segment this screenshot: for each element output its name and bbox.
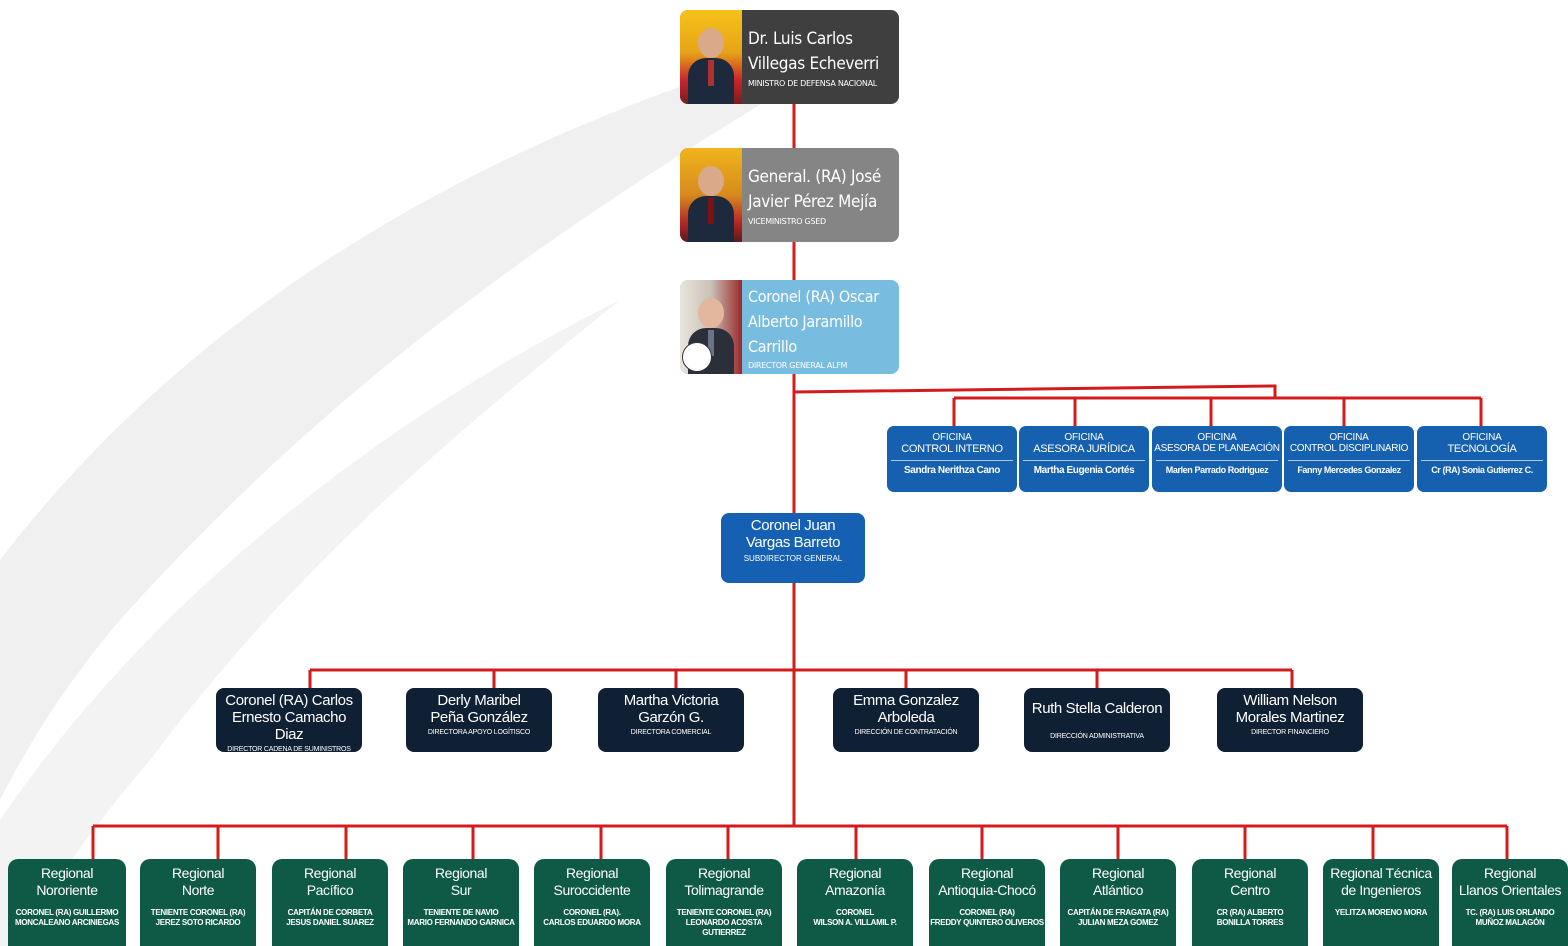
regional-name: Regional Llanos Orientales: [1458, 865, 1562, 898]
vice-minister-photo: [680, 148, 742, 242]
minister-photo: [680, 10, 742, 104]
directorate-contratacion: Emma Gonzalez Arboleda DIRECCIÓN DE CONT…: [833, 688, 979, 752]
directorate-name: Martha Victoria Garzón G.: [623, 692, 719, 726]
office-label: OFICINA: [1064, 432, 1104, 443]
regional-person: TENIENTE DE NAVIO MARIO FERNANDO GARNICA: [407, 908, 515, 927]
regional-tolimagrande: Regional Tolimagrande TENIENTE CORONEL (…: [666, 859, 782, 946]
regional-name: Regional Sur: [434, 865, 488, 898]
regional-name: Regional Técnica de Ingenieros: [1330, 865, 1432, 898]
office-title: ASESORA JURÍDICA: [1033, 443, 1135, 455]
directorate-role: DIRECTOR CADENA DE SUMINISTROS: [227, 746, 351, 753]
regional-amazonia: Regional Amazonía CORONEL WILSON A. VILL…: [797, 859, 913, 946]
office-title: CONTROL INTERNO: [901, 443, 1003, 455]
director-general-role: DIRECTOR GENERAL ALFM: [748, 361, 848, 370]
regional-name: Regional Suroccidente: [553, 865, 631, 898]
regional-suroccidente: Regional Suroccidente CORONEL (RA). CARL…: [534, 859, 650, 946]
office-tecnologia: OFICINA TECNOLOGÍA Cr (RA) Sonia Gutierr…: [1417, 426, 1547, 492]
regional-norte: Regional Norte TENIENTE CORONEL (RA) JER…: [140, 859, 256, 946]
regional-atlantico: Regional Atlántico CAPITÁN DE FRAGATA (R…: [1060, 859, 1176, 946]
directorate-name: Ruth Stella Calderon: [1031, 700, 1163, 717]
regional-nororiente: Regional Nororiente CORONEL (RA) GUILLER…: [8, 859, 126, 946]
directorate-role: DIRECTOR FINANCIERO: [1251, 729, 1329, 736]
regional-sur: Regional Sur TENIENTE DE NAVIO MARIO FER…: [403, 859, 519, 946]
directorate-comercial: Martha Victoria Garzón G. DIRECTORA COME…: [598, 688, 744, 752]
directorate-role: DIRECCIÓN DE CONTRATACIÓN: [854, 729, 958, 736]
directorate-cadena-suministros: Coronel (RA) Carlos Ernesto Camacho Diaz…: [216, 688, 362, 753]
regional-person: CORONEL (RA). CARLOS EDUARDO MORA: [543, 908, 641, 927]
regional-antioquia-choco: Regional Antioquia-Chocó CORONEL (RA) FR…: [929, 859, 1045, 946]
director-general-photo: [680, 280, 742, 374]
office-person: Martha Eugenia Cortés: [1033, 465, 1135, 476]
regional-person: CORONEL (RA) GUILLERMO MONCALEANO ARCINI…: [14, 908, 120, 927]
regional-name: Regional Atlántico: [1091, 865, 1145, 898]
office-control-disciplinario: OFICINA CONTROL DISCIPLINARIO Fanny Merc…: [1284, 426, 1414, 492]
regional-centro: Regional Centro CR (RA) ALBERTO BONILLA …: [1192, 859, 1308, 946]
office-control-interno: OFICINA CONTROL INTERNO Sandra Nerithza …: [887, 426, 1017, 492]
subdirector-name: Coronel Juan Vargas Barreto: [745, 517, 841, 551]
regional-name: Regional Centro: [1223, 865, 1277, 898]
minister-name: Dr. Luis Carlos Villegas Echeverri: [748, 28, 879, 74]
regional-person: TENIENTE CORONEL (RA) JEREZ SOTO RICARDO: [150, 908, 246, 927]
regional-person: TC. (RA) LUIS ORLANDO MUÑOZ MALAGÓN: [1465, 908, 1555, 927]
office-asesora-planeacion: OFICINA ASESORA DE PLANEACIÓN Marlen Par…: [1152, 426, 1282, 492]
regional-pacifico: Regional Pacífico CAPITÁN DE CORBETA JES…: [272, 859, 388, 946]
vice-minister-card: General. (RA) José Javier Pérez Mejía VI…: [680, 148, 899, 242]
directorate-apoyo-logistico: Derly Maribel Peña González DIRECTORA AP…: [406, 688, 552, 752]
subdirector-card: Coronel Juan Vargas Barreto SUBDIRECTOR …: [721, 513, 865, 583]
directorate-role: DIRECTORA APOYO LOGÍTISCO: [427, 729, 531, 736]
directorate-financiero: William Nelson Morales Martinez DIRECTOR…: [1217, 688, 1363, 752]
regional-name: Regional Amazonía: [825, 865, 885, 898]
regional-name: Regional Norte: [171, 865, 225, 898]
directorate-role: DIRECCIÓN ADMINISTRATIVA: [1050, 733, 1144, 740]
office-person: Cr (RA) Sonia Gutierrez C.: [1431, 465, 1533, 475]
regional-person: CAPITÁN DE CORBETA JESUS DANIEL SUAREZ: [286, 908, 374, 927]
regional-person: CORONEL WILSON A. VILLAMIL P.: [813, 908, 897, 927]
regional-name: Regional Tolimagrande: [684, 865, 764, 898]
vice-minister-name: General. (RA) José Javier Pérez Mejía: [748, 166, 882, 212]
office-person: Sandra Nerithza Cano: [904, 465, 1000, 476]
regional-llanos-orientales: Regional Llanos Orientales TC. (RA) LUIS…: [1452, 859, 1568, 946]
directorate-name: Emma Gonzalez Arboleda: [853, 692, 959, 726]
regional-person: CAPITÁN DE FRAGATA (RA) JULIAN MEZA GOME…: [1067, 908, 1169, 927]
regional-name: Regional Antioquia-Chocó: [938, 865, 1036, 898]
minister-role: MINISTRO DE DEFENSA NACIONAL: [748, 78, 877, 88]
vice-minister-role: VICEMINISTRO GSED: [748, 216, 826, 226]
office-label: OFICINA: [1197, 432, 1237, 443]
minister-card: Dr. Luis Carlos Villegas Echeverri MINIS…: [680, 10, 899, 104]
office-person: Fanny Mercedes Gonzalez: [1297, 465, 1401, 475]
office-label: OFICINA: [1329, 432, 1369, 443]
director-general-card: Coronel (RA) Oscar Alberto Jaramillo Car…: [680, 280, 899, 374]
directorate-name: William Nelson Morales Martinez: [1235, 692, 1345, 726]
directorate-administrativa: Ruth Stella Calderon DIRECCIÓN ADMINISTR…: [1024, 688, 1170, 752]
office-label: OFICINA: [932, 432, 972, 443]
directorate-name: Coronel (RA) Carlos Ernesto Camacho Diaz: [225, 692, 353, 743]
office-asesora-juridica: OFICINA ASESORA JURÍDICA Martha Eugenia …: [1019, 426, 1149, 492]
office-person: Marlen Parrado Rodriguez: [1165, 465, 1269, 475]
office-title: CONTROL DISCIPLINARIO: [1289, 443, 1409, 454]
regional-tecnica-ingenieros: Regional Técnica de Ingenieros YELITZA M…: [1323, 859, 1439, 946]
regional-name: Regional Nororiente: [36, 865, 98, 898]
regional-person: TENIENTE CORONEL (RA) LEONARDO ACOSTA GU…: [676, 908, 772, 937]
directorate-name: Derly Maribel Peña González: [430, 692, 528, 726]
director-general-name: Coronel (RA) Oscar Alberto Jaramillo Car…: [748, 287, 879, 356]
office-title: TECNOLOGÍA: [1447, 443, 1517, 455]
regional-person: YELITZA MORENO MORA: [1334, 908, 1428, 917]
directorate-role: DIRECTORA COMERCIAL: [630, 729, 712, 736]
alfm-logo-icon: [682, 342, 712, 372]
regional-person: CR (RA) ALBERTO BONILLA TORRES: [1216, 908, 1284, 927]
regional-person: CORONEL (RA) FREDDY QUINTERO OLIVEROS: [930, 908, 1044, 927]
office-label: OFICINA: [1462, 432, 1502, 443]
office-title: ASESORA DE PLANEACIÓN: [1154, 443, 1280, 454]
subdirector-role: SUBDIRECTOR GENERAL: [743, 554, 843, 563]
regional-name: Regional Pacífico: [303, 865, 357, 898]
